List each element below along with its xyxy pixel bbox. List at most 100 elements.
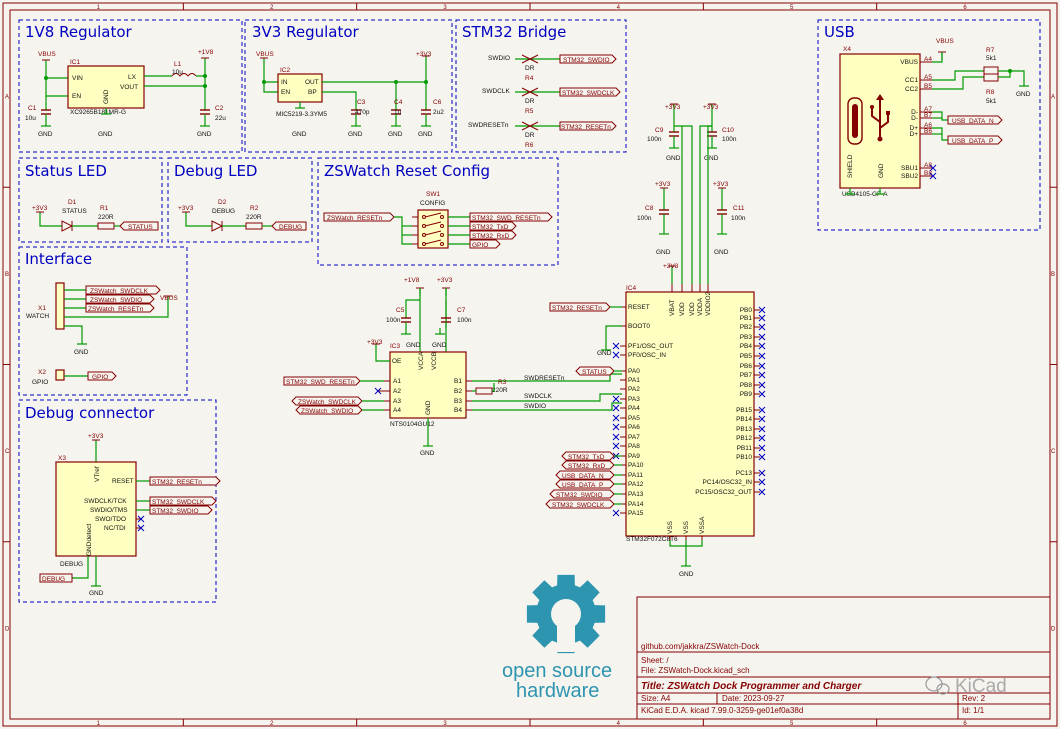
glabel-dbg-swdclk: STM32_SWDCLK [152,499,205,506]
tb-date: Date: 2023-09-27 [722,694,785,703]
gnd-label: GND [666,155,681,162]
sw1-value: CONFIG [420,200,445,207]
block-reset-config: ZSWatch Reset Config SW1 CONFIG ZSWatch_… [317,157,559,266]
sw1-ref: SW1 [426,191,440,198]
ic4-left-pin: PA1 [628,377,640,384]
v3v3-label: +3V3 [437,277,453,284]
gnd-label: GND [388,131,403,138]
glabel-dbg-reset: STM32_RESETn [152,479,202,486]
v3v3-label: +3V3 [663,263,679,270]
frame-col-mark: 1 [97,5,101,11]
x4-pin-name: D+ [910,131,919,138]
x4-pin-name: SBU2 [901,173,918,180]
gnd-label: GND [348,131,363,138]
usbc-tongue-icon [852,104,858,138]
ic4-right-pin: PB0 [740,307,753,314]
glabel-ic3-zs-swdclk: ZSWatch_SWDCLK [298,399,357,406]
ic1-pin-vin: VIN [72,75,83,82]
frame-col-mark: 2 [270,721,274,727]
glabel-zs-swdclk: ZSWatch_SWDCLK [90,288,149,295]
r2-ref: R2 [250,205,259,212]
r1-ref: R1 [100,205,109,212]
v3v3-label: +3V3 [416,51,432,58]
glabel-usb-n: USB_DATA_N [952,118,994,125]
usb-trident-icon [870,94,890,142]
v3v3-label: +3V3 [713,181,729,188]
r3-ref: R3 [498,379,507,386]
x3-debug-connector [55,461,137,557]
gnd-label: GND [418,131,433,138]
ic1-value: XC9265B181MR-G [70,109,126,116]
glabel-ic4-usb-n: USB_DATA_N [562,473,604,480]
c6-value: 2u2 [433,109,444,116]
ic4-right-pin: PB13 [736,426,752,433]
tb-rev: Rev: 2 [962,694,986,703]
ic4-bot-pin: VSS [683,520,690,534]
c2-ref: C2 [215,105,224,112]
vbus-label: VBUS [936,38,954,45]
block-3v3-regulator: 3V3 Regulator VBUS +3V3 IC2 MIC5219-3.3Y… [244,19,453,153]
v3v3-label: +3V3 [655,181,671,188]
c8-ref: C8 [645,205,654,212]
gnd-label: GND [406,342,421,349]
x4-pin-number: B7 [924,112,932,119]
net-swdclk: SWDCLK [482,88,510,95]
ic1-ref: IC1 [70,59,81,66]
ic3-pin-vccb: VCCB [431,352,438,370]
x3-pin-swclk: SWDCLK/TCK [84,498,127,505]
ic2-pin-in: IN [281,79,288,86]
title-block: github.com/jakkra/ZSWatch-Dock Sheet: / … [636,596,1051,720]
c9-ref: C9 [655,127,664,134]
resistor-r3 [475,387,493,395]
x4-value: USB4105-GF-A [842,191,888,198]
frame-col-mark: 1 [97,721,101,727]
ic4-left-pin: PA0 [628,368,640,375]
x3-ref: X3 [58,455,66,462]
block-1v8-regulator: 1V8 Regulator VBUS +1V8 IC1 XC9265B181MR… [18,19,243,153]
c4-value: 1u [394,109,402,116]
x3-pin-nc: NC/TDI [104,525,126,532]
tb-url: github.com/jakkra/ZSWatch-Dock [641,642,760,651]
block-title-iface: Interface [25,250,92,268]
frame-row-mark: D [5,626,10,632]
x4-ref: X4 [843,46,851,53]
vbus-label: VBUS [160,295,178,302]
c5-ref: C5 [396,307,405,314]
ic4-right-pin: PB5 [740,353,753,360]
ic4-right-pin: PC15/OSC32_OUT [695,489,752,496]
frame-row-mark: C [1051,449,1056,455]
c11-ref: C11 [733,205,745,212]
frame-row-mark: A [5,95,9,101]
x4-shield: SHIELD [847,154,854,178]
x2-ref: X2 [38,369,46,376]
ic2-pin-out: OUT [305,79,319,86]
ic4-value: STM32F072C8T6 [626,536,678,543]
ic3-ref: IC3 [390,343,401,350]
osh-text-1: open source [502,660,612,682]
c7-value: 100n [457,317,472,324]
c7-ref: C7 [457,307,466,314]
ic3-b-pin: B1 [454,378,462,385]
glabel-debug: DEBUG [279,224,302,231]
inductor-l1 [171,73,197,77]
x4-pin-number: A5 [924,74,932,81]
c5-value: 100n [386,317,401,324]
ic4-left-pin: PA6 [628,424,640,431]
c4-ref: C4 [394,99,403,106]
x4-pin-number: B8 [924,170,932,177]
gnd-label: GND [292,131,307,138]
gnd-label: GND [679,571,694,578]
net-swdio-ic3: SWDIO [524,403,546,410]
block-stm32-bridge: STM32 Bridge SWDIO SWDCLK SWDRESETn DR R… [455,19,627,153]
ic1-pin-gnd: GND [103,89,110,104]
x3-pin-reset: RESET [112,478,134,485]
block-title-debugled: Debug LED [174,162,257,180]
glabel-dbg-debug: DEBUG [42,576,65,583]
x4-pin-number: A8 [924,162,932,169]
frame-col-mark: 3 [443,721,447,727]
ic4-left-pin: PA13 [628,491,644,498]
glabel-ic4-swdclk: STM32_SWDCLK [552,502,605,509]
ic4-bot-pin: VSS [667,520,674,534]
ic1-pin-en: EN [72,93,81,100]
